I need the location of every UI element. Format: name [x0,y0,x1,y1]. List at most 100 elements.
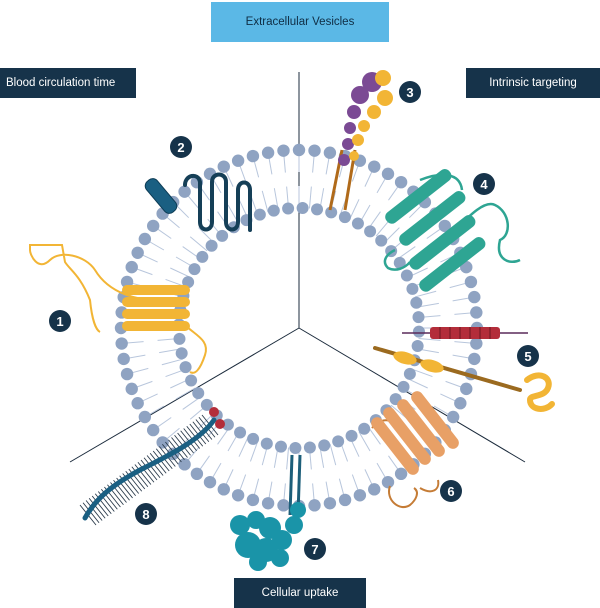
lipid-head-outer [468,352,481,366]
lipid-head-inner [338,211,351,224]
lipid-head-inner [289,441,302,454]
lipid-head-outer [438,219,452,233]
lipid-head-outer [178,185,191,198]
protein-8-bristle-rod [79,407,225,526]
title-box: Extracellular Vesicles [211,2,389,42]
marker-3-text: 3 [406,85,413,100]
lipid-tail [286,447,290,470]
lipid-head-inner [296,202,309,215]
lipid-head-inner [400,269,413,282]
lipid-head-outer [131,397,144,410]
lipid-head-outer [470,337,483,350]
lipid-head-outer [470,306,483,319]
protein-1-transmembrane-yellow [29,244,207,374]
lipid-head-inner [351,217,364,230]
lipid-head-outer [120,367,134,381]
lipid-head-outer [308,144,321,157]
marker-6: 6 [440,480,462,502]
lipid-head-inner [282,202,295,215]
lipid-head-inner [267,204,280,217]
lipid-head-outer [381,167,395,181]
lipid-head-outer [261,497,275,510]
lipid-tail [329,443,337,466]
lipid-head-outer [146,219,160,233]
lipid-head-outer [231,154,245,167]
intrinsic-targeting-label: Intrinsic targeting [489,76,577,89]
lipid-head-outer [353,489,367,502]
marker-6-text: 6 [447,484,454,499]
marker-5-text: 5 [524,349,531,364]
bristle [140,459,158,481]
bristle [91,495,109,517]
lipid-head-outer [292,143,306,157]
lipid-tail [161,358,184,366]
lipid-head-inner [364,225,377,238]
lipid-head-outer [246,149,260,163]
lipid-head-outer [381,475,395,489]
lipid-head-outer [125,382,138,396]
bristle [85,500,103,521]
lipid-head-inner [192,387,205,400]
marker-7-text: 7 [311,542,318,557]
lipid-tail [261,190,269,213]
protein-6-orange-transmembrane [371,391,459,508]
lipid-head-inner [205,239,218,252]
lipid-tail [358,431,371,452]
marker-2: 2 [170,136,192,158]
protein-3-purple-yellow-chain [328,70,393,211]
lipid-head-outer [454,397,467,410]
lipid-head-inner [311,203,324,216]
lipid-head-outer [368,160,381,173]
lipid-head-outer [464,275,478,289]
marker-7: 7 [304,538,326,560]
marker-4-text: 4 [480,177,488,192]
lipid-head-inner [216,229,229,242]
lipid-head-inner [303,441,316,454]
title-label: Extracellular Vesicles [245,15,355,28]
lipid-head-outer [231,489,245,502]
marker-8: 8 [135,503,157,525]
lipid-head-outer [338,493,352,507]
lipid-head-outer [323,497,337,510]
lipid-head-outer [468,290,481,304]
marker-4: 4 [473,173,495,195]
lipid-head-outer [460,382,473,396]
lipid-head-inner [221,418,234,431]
bristle [88,497,106,519]
marker-3: 3 [399,81,421,103]
lipid-head-outer [368,483,381,496]
lipid-head-inner [412,325,425,338]
lipid-head-inner [175,347,188,360]
lipid-head-inner [397,380,410,393]
lipid-head-outer [446,410,460,424]
protein-2-navy-folded [144,172,252,232]
lipid-tail [249,440,259,462]
lipid-head-inner [200,398,213,411]
lipid-tail [238,436,249,457]
lipid-head-inner [188,263,201,276]
lipid-head-outer [131,246,144,259]
lipid-head-inner [393,256,406,269]
lipid-head-inner [358,422,371,435]
lipid-head-outer [156,436,169,449]
lipid-head-outer [261,146,275,159]
lipid-tail [175,387,196,400]
lipid-head-outer [146,423,160,437]
lipid-head-inner [318,439,331,452]
lipid-head-outer [115,337,128,350]
cellular-uptake-box: Cellular uptake [234,578,366,608]
lipid-tail [411,368,433,378]
lipid-head-inner [411,340,424,353]
intrinsic-targeting-box: Intrinsic targeting [466,68,600,98]
marker-8-text: 8 [142,507,149,522]
lipid-head-inner [332,435,345,448]
lipid-head-outer [394,467,408,481]
lipid-head-inner [179,361,192,374]
lipid-tail [418,337,441,341]
lipid-head-outer [277,499,290,512]
lipid-head-outer [394,175,408,189]
lipid-head-inner [185,374,198,387]
lipid-head-outer [190,467,204,481]
divider-left [69,327,300,463]
